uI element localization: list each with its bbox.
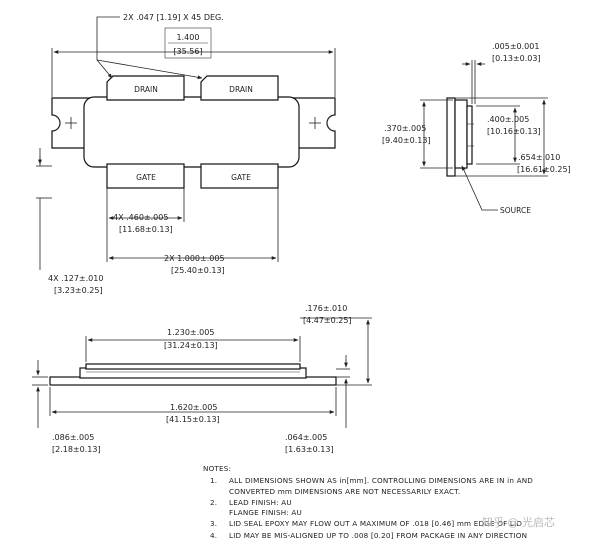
hole-radius-mm: [3.23±0.25] xyxy=(54,286,103,295)
left-mount-slot xyxy=(51,114,61,132)
total-height-mm: [4.47±0.25] xyxy=(303,316,352,325)
flange-thick-mm: [2.18±0.13] xyxy=(52,445,101,454)
note-1-number: 1. xyxy=(210,476,217,485)
overall-width-mm: [35.56] xyxy=(173,47,202,56)
flange-width-mm: [41.15±0.13] xyxy=(166,415,220,424)
body-height-mm: [9.40±0.13] xyxy=(382,136,431,145)
lead-thickness-mm: [0.13±0.03] xyxy=(492,54,541,63)
side-view-body xyxy=(454,99,468,169)
inner-height-in: .400±.005 xyxy=(487,115,529,124)
chamfer-leader xyxy=(96,16,120,79)
step-height-in: .064±.005 xyxy=(285,433,327,442)
watermark: 知乎 @ 光启芯 xyxy=(482,515,555,529)
gate-right-label: GATE xyxy=(231,173,251,182)
chamfer-callout: 2X .047 [1.19] X 45 DEG. xyxy=(123,13,224,22)
notes-block: NOTES: 1. ALL DIMENSIONS SHOWN AS in[mm]… xyxy=(203,464,533,540)
note-1-line-2: CONVERTED mm DIMENSIONS ARE NOT NECESSAR… xyxy=(229,487,460,496)
note-2-line-2: FLANGE FINISH: AU xyxy=(229,508,302,517)
lead-pitch-mm: [25.40±0.13] xyxy=(171,266,225,275)
flange-height-mm: [16.61±0.25] xyxy=(517,165,571,174)
notes-heading: NOTES: xyxy=(203,464,231,473)
total-height-in: .176±.010 xyxy=(305,304,347,313)
drain-left-label: DRAIN xyxy=(134,85,158,94)
front-view: .176±.010 [4.47±0.25] 1.230±.005 [31.24±… xyxy=(32,304,372,454)
note-3-number: 3. xyxy=(210,519,217,528)
body-height-in: .370±.005 xyxy=(384,124,426,133)
hole-radius-in: 4X .127±.010 xyxy=(48,274,103,283)
left-hole-center-mark xyxy=(65,117,77,129)
note-2-number: 2. xyxy=(210,498,217,507)
top-view: DRAIN DRAIN GATE GATE 2X .047 [1.19] X 4… xyxy=(36,13,336,295)
flange-width-in: 1.620±.005 xyxy=(170,403,217,412)
gate-lead-right xyxy=(200,163,279,189)
step-height-mm: [1.63±0.13] xyxy=(285,445,334,454)
lid-width-in: 1.230±.005 xyxy=(167,328,214,337)
inner-height-mm: [10.16±0.13] xyxy=(487,127,541,136)
drain-lead-right xyxy=(200,75,279,101)
drain-lead-left xyxy=(106,75,185,101)
right-hole-center-mark xyxy=(309,117,321,129)
side-view-flange xyxy=(446,97,456,177)
right-mount-slot xyxy=(326,114,336,132)
flange-height-in: .654±.010 xyxy=(518,153,560,162)
side-view-lid xyxy=(466,105,473,165)
flange-thick-in: .086±.005 xyxy=(52,433,94,442)
drain-right-label: DRAIN xyxy=(229,85,253,94)
source-leader xyxy=(461,165,498,211)
side-view: .005±0.001 [0.13±0.03] .370±.005 [9.40±0… xyxy=(382,42,571,215)
front-view-lid xyxy=(85,363,301,370)
gate-left-label: GATE xyxy=(136,173,156,182)
lead-width-mm: [11.68±0.13] xyxy=(119,225,173,234)
note-4-number: 4. xyxy=(210,531,217,540)
note-3-line-1: LID SEAL EPOXY MAY FLOW OUT A MAXIMUM OF… xyxy=(229,519,522,528)
lead-pitch-in: 2X 1.000±.005 xyxy=(164,254,225,263)
lead-width-in: 4X .460±.005 xyxy=(113,213,168,222)
source-label: SOURCE xyxy=(500,206,531,215)
note-4-line-1: LID MAY BE MIS-ALIGNED UP TO .008 [0.20]… xyxy=(229,531,527,540)
lead-thickness-in: .005±0.001 xyxy=(492,42,539,51)
overall-width-in: 1.400 xyxy=(177,33,200,42)
lid-width-mm: [31.24±0.13] xyxy=(164,341,218,350)
gate-lead-left xyxy=(106,163,185,189)
top-view-body xyxy=(83,96,300,168)
note-1-line-1: ALL DIMENSIONS SHOWN AS in[mm]. CONTROLL… xyxy=(229,476,533,485)
note-2-line-1: LEAD FINISH: AU xyxy=(229,498,292,507)
